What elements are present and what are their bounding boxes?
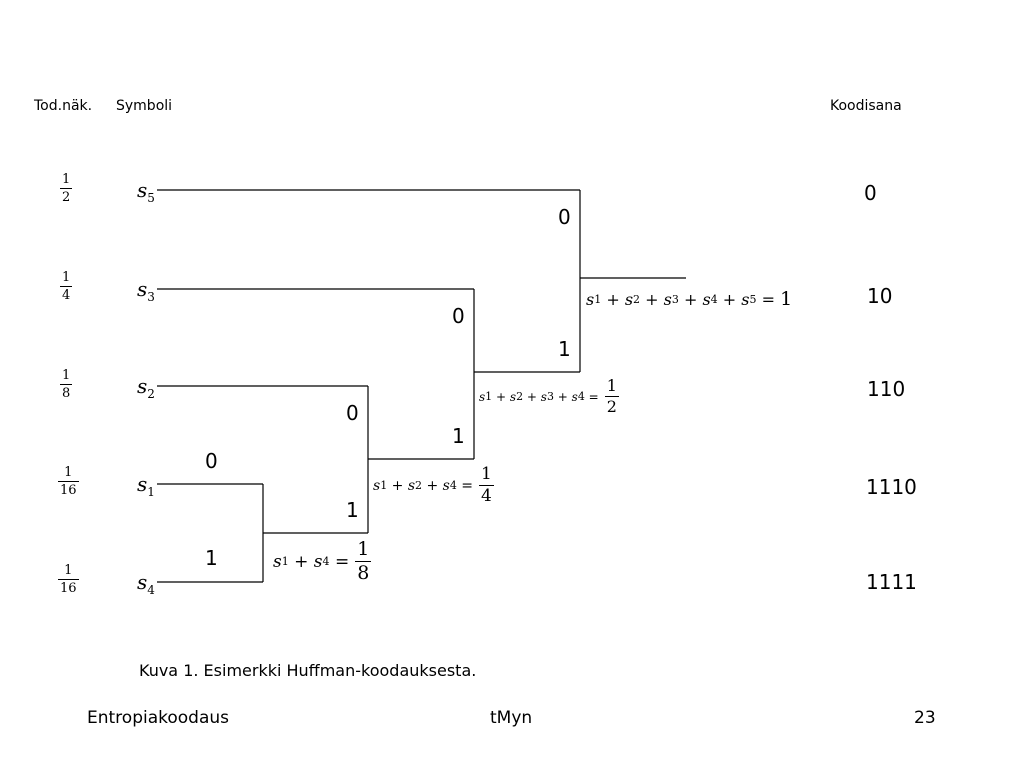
symbol-header: Symboli <box>116 98 173 114</box>
codeword-row-4: 1110 <box>866 475 917 499</box>
codeword-header: Koodisana <box>830 98 902 114</box>
branch-label-merge1-bottom: 1 <box>205 546 218 570</box>
branch-label-merge1-top: 0 <box>205 449 218 473</box>
codeword-row-1: 0 <box>864 181 877 205</box>
footer-center: tMyn <box>490 708 533 728</box>
probability-header: Tod.näk. <box>34 98 93 114</box>
codeword-row-5: 1111 <box>866 570 917 594</box>
symbol-row-3: s2 <box>137 374 155 401</box>
footer-page-number: 23 <box>914 708 936 728</box>
symbol-row-5: s4 <box>137 570 155 597</box>
symbol-row-4: s1 <box>137 472 155 499</box>
branch-label-merge4-bottom: 1 <box>558 337 571 361</box>
figure-caption: Kuva 1. Esimerkki Huffman-koodauksesta. <box>139 661 477 680</box>
symbol-row-1: s5 <box>137 178 155 205</box>
branch-label-merge3-top: 0 <box>452 304 465 328</box>
branch-label-merge2-top: 0 <box>346 401 359 425</box>
symbol-row-2: s3 <box>137 277 155 304</box>
branch-label-merge3-bottom: 1 <box>452 424 465 448</box>
footer-left: Entropiakoodaus <box>87 708 230 728</box>
branch-label-merge4-top: 0 <box>558 205 571 229</box>
codeword-row-2: 10 <box>867 284 893 308</box>
branch-label-merge2-bottom: 1 <box>346 498 359 522</box>
codeword-row-3: 110 <box>867 377 906 401</box>
